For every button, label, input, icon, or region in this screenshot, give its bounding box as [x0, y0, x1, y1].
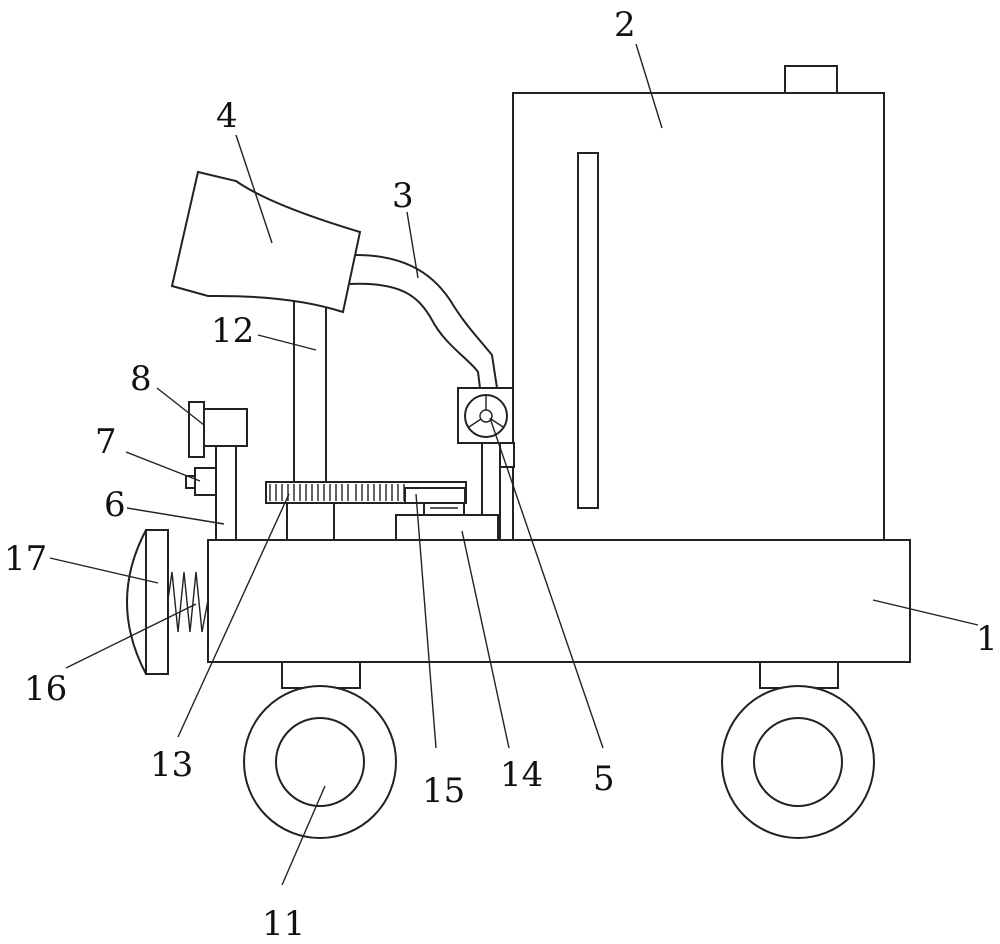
lamp-post: [215, 445, 237, 541]
label-1: 1: [976, 619, 998, 659]
label-5: 5: [593, 759, 615, 799]
label-6: 6: [104, 485, 126, 525]
part-labels: 1 2 3 4 5 6 7 8 11 12 13 14 15 16 17: [4, 5, 998, 944]
label-17: 17: [4, 539, 47, 579]
hose: [349, 254, 498, 389]
label-11: 11: [262, 904, 305, 944]
label-4: 4: [216, 96, 238, 136]
gear-set: [265, 481, 467, 504]
spring: [167, 571, 209, 633]
label-2: 2: [614, 5, 636, 45]
label-8: 8: [130, 359, 152, 399]
label-12: 12: [211, 311, 254, 351]
pump: [457, 387, 514, 444]
nozzle: [170, 170, 362, 314]
label-3: 3: [392, 176, 414, 216]
label-14: 14: [500, 755, 543, 795]
rotating-post: [286, 299, 335, 541]
label-13: 13: [150, 745, 193, 785]
label-16: 16: [24, 669, 67, 709]
label-15: 15: [422, 771, 465, 811]
bumper: [126, 529, 169, 675]
tank: [512, 65, 885, 541]
switch: [185, 467, 217, 496]
wheel-left: [243, 661, 397, 839]
wheel-right: [721, 661, 875, 839]
leader-lines: [49, 43, 979, 886]
motor: [395, 502, 499, 541]
label-7: 7: [95, 422, 117, 462]
base-chassis: [207, 539, 911, 663]
